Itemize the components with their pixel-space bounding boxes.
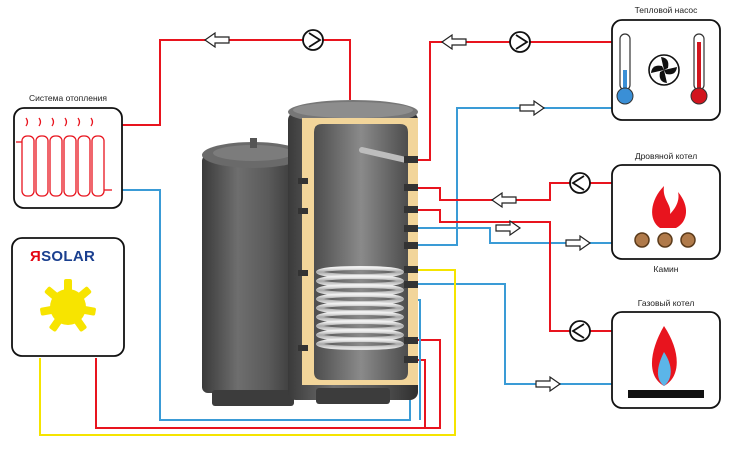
radiator-icon <box>16 117 112 197</box>
heating-system-box <box>13 107 123 209</box>
brand-name: SOLAR <box>41 248 96 265</box>
heat-pump-supply-pipe <box>410 41 612 161</box>
flame-icon <box>652 186 687 228</box>
brand-logo: ЯSOLAR <box>30 248 95 265</box>
thermometer-cold-icon <box>616 33 634 105</box>
flow-arrow-icon <box>440 33 467 51</box>
solar-supply-pipe <box>39 269 456 436</box>
flow-arrow-icon <box>490 191 517 209</box>
small-tank <box>202 138 304 406</box>
heat-pump-label: Тепловой насос <box>634 5 698 15</box>
flow-arrow-icon <box>535 375 562 393</box>
pump-icon <box>569 320 591 342</box>
flow-arrows <box>203 31 592 393</box>
thermometer-hot-icon <box>690 33 708 105</box>
solar-return-pipe <box>95 339 441 429</box>
pump-icon <box>509 31 531 53</box>
flow-arrow-icon <box>495 219 522 237</box>
gas-flame-icon <box>628 326 704 398</box>
flow-arrow-icon <box>565 234 592 252</box>
firewood-icon <box>634 232 696 248</box>
gas-boiler-supply-pipe <box>410 209 612 332</box>
flow-arrow-icon <box>519 99 546 117</box>
fan-icon <box>648 54 680 86</box>
wood-boiler-label: Дровяной котел <box>634 151 698 161</box>
storage-tank <box>288 100 418 404</box>
heat-pump-box <box>611 19 721 121</box>
gas-boiler-box <box>611 311 721 409</box>
wood-boiler-box <box>611 164 721 260</box>
heating-supply-pipe <box>122 39 351 126</box>
sun-icon <box>40 279 96 332</box>
heating-system-label: Система отопления <box>29 93 107 103</box>
pump-icon <box>569 172 591 194</box>
gas-boiler-label: Газовый котел <box>637 298 695 308</box>
brand-prefix: Я <box>30 248 42 265</box>
pump-icon <box>302 29 324 51</box>
heat-exchanger-coil <box>316 266 404 350</box>
flow-arrow-icon <box>203 31 230 49</box>
fireplace-label: Камин <box>653 264 679 274</box>
solar-box <box>11 237 125 357</box>
